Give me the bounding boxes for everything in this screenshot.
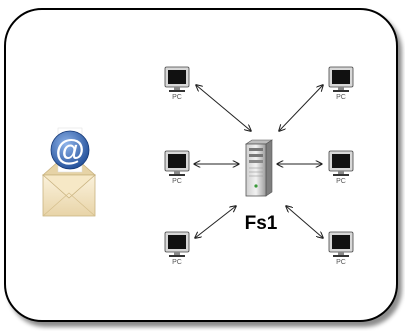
pc-bottom-right: PC xyxy=(328,231,354,266)
computer-monitor-icon xyxy=(328,231,354,257)
link-pc-top-left xyxy=(196,85,251,131)
pc-label: PC xyxy=(336,259,346,266)
computer-monitor-icon xyxy=(164,150,190,176)
pc-label: PC xyxy=(172,259,182,266)
server-tower-icon xyxy=(245,139,273,197)
pc-label: PC xyxy=(336,94,346,101)
pc-top-right: PC xyxy=(328,66,354,101)
computer-monitor-icon xyxy=(328,66,354,92)
email-envelope-at-icon: @ xyxy=(41,127,97,217)
computer-monitor-icon xyxy=(164,231,190,257)
pc-mid-left: PC xyxy=(164,150,190,185)
pc-label: PC xyxy=(172,94,182,101)
client-computers: PC PC PC PC PC PC xyxy=(164,66,354,266)
link-pc-bottom-left xyxy=(195,206,236,238)
at-symbol: @ xyxy=(55,134,84,167)
pc-label: PC xyxy=(336,178,346,185)
link-pc-bottom-right xyxy=(286,206,323,238)
pc-label: PC xyxy=(172,178,182,185)
connection-links xyxy=(194,85,323,238)
link-pc-top-right xyxy=(279,85,323,131)
pc-top-left: PC xyxy=(164,66,190,101)
computer-monitor-icon xyxy=(328,150,354,176)
computer-monitor-icon xyxy=(164,66,190,92)
server-label: Fs1 xyxy=(245,213,278,234)
pc-mid-right: PC xyxy=(328,150,354,185)
pc-bottom-left: PC xyxy=(164,231,190,266)
